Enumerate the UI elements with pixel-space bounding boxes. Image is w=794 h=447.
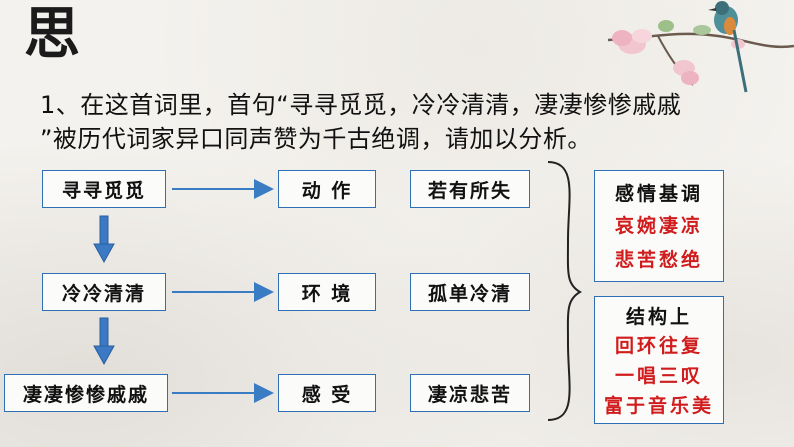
phrase-box-1: 寻寻觅觅	[42, 170, 166, 208]
feeling-box-2: 孤单冷清	[410, 273, 530, 311]
summary-emotion-box: 感情基调 哀婉凄凉 悲苦愁绝	[594, 170, 724, 282]
brace	[547, 161, 583, 421]
arrow-down-2	[93, 317, 115, 366]
summary-emotion-item-1: 哀婉凄凉	[614, 215, 703, 237]
summary-structure-box: 结构上 回环往复 一唱三叹 富于音乐美	[594, 296, 724, 424]
aspect-box-1: 动 作	[278, 170, 376, 208]
summary-structure-item-1: 回环往复	[614, 335, 703, 357]
summary-structure-heading: 结构上	[625, 306, 692, 328]
feeling-box-3: 凄凉悲苦	[410, 374, 530, 412]
flower-bird-decoration	[607, 1, 794, 93]
summary-structure-item-3: 富于音乐美	[603, 395, 714, 417]
question-text: 1、在这首词里，首句“寻寻觅觅，冷冷清清，凄凄惨惨戚戚 ”被历代词家异口同声赞为…	[40, 88, 740, 156]
question-line-2: ”被历代词家异口同声赞为千古绝调，请加以分析。	[40, 125, 592, 153]
phrase-box-2: 冷冷清清	[42, 273, 166, 311]
aspect-box-3: 感 受	[278, 374, 376, 412]
summary-emotion-heading: 感情基调	[614, 183, 703, 205]
page-title: 思	[24, 1, 80, 67]
phrase-box-3: 凄凄惨惨戚戚	[4, 374, 168, 412]
aspect-box-2: 环 境	[278, 273, 376, 311]
question-line-1: 1、在这首词里，首句“寻寻觅觅，冷冷清清，凄凄惨惨戚戚	[40, 91, 682, 119]
arrow-down-1	[93, 215, 115, 264]
feeling-box-1: 若有所失	[410, 170, 530, 208]
summary-structure-item-2: 一唱三叹	[614, 365, 703, 387]
summary-emotion-item-2: 悲苦愁绝	[614, 249, 703, 271]
